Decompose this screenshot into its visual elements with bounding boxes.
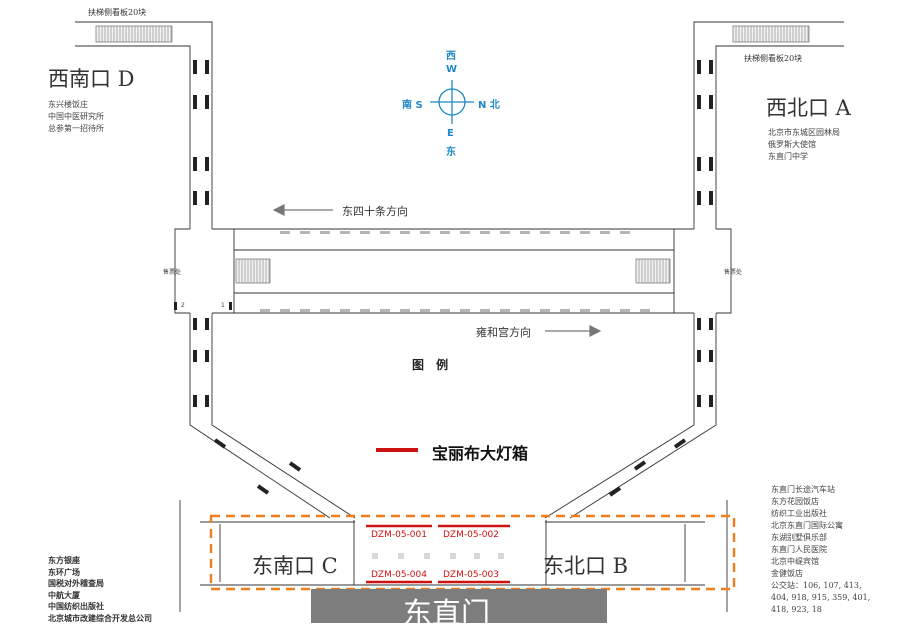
direction-top-label: 东四十条方向 [342, 205, 408, 218]
compass-east-cn: 东 [446, 147, 456, 158]
lightbox-code: DZM-05-001 [371, 530, 427, 540]
place-item: 俄罗斯大使馆 [768, 140, 816, 149]
place-item: 总参第一招待所 [48, 124, 104, 133]
place-item: 国税对外稽查局 [48, 579, 104, 588]
direction-bottom-label: 雍和宫方向 [476, 326, 531, 339]
exit-c-places: 东方银座 东环广场 国税对外稽查局 中航大厦 中国纺织出版社 北京城市改建综合开… [48, 555, 152, 624]
ticket-office-right: 售票处 [724, 269, 743, 276]
place-item: 东环广场 [48, 567, 80, 577]
exit-a-title: 西北口 A [766, 96, 851, 120]
exit-b-title: 东北口 B [543, 554, 629, 578]
lightbox-code: DZM-05-004 [371, 570, 427, 580]
place-item: 东直门长途汽车站 [771, 485, 835, 494]
place-item: 东兴楼饭庄 [48, 100, 88, 109]
ticket-office-left: 售票处 [163, 269, 182, 276]
place-item: 纺织工业出版社 [771, 509, 827, 518]
place-item: 北京中缇宾馆 [771, 557, 819, 566]
exit-a-places: 北京市东城区园林局 俄罗斯大使馆 东直门中学 [768, 127, 840, 163]
place-item: 东湖别墅俱乐部 [771, 533, 827, 542]
place-item: 中国中医研究所 [48, 112, 104, 121]
compass-east-en: E [447, 128, 454, 139]
place-item: 404, 918, 915, 359, 401, [771, 593, 871, 602]
platform-mark-left: 2 [181, 302, 185, 309]
legend-item-label: 宝丽布大灯箱 [432, 444, 529, 463]
place-item: 金健饭店 [771, 569, 803, 578]
escalator-note-left: 扶梯侧看板20块 [88, 8, 147, 17]
lightbox-code: DZM-05-002 [443, 530, 499, 540]
compass-south: 南 S [402, 100, 423, 111]
place-item: 东直门中学 [768, 152, 808, 161]
station-name: 东直门 [403, 596, 491, 630]
compass-west-cn: 西 [446, 51, 456, 62]
platform-mark-right: 1 [221, 302, 225, 309]
place-item: 北京东直门国际公寓 [771, 521, 843, 530]
place-item: 东方花园饭店 [771, 497, 819, 506]
compass-north: N 北 [478, 100, 500, 111]
place-item: 东直门人民医院 [771, 545, 827, 554]
place-item: 北京城市改建综合开发总公司 [48, 613, 152, 623]
exit-d-places: 东兴楼饭庄 中国中医研究所 总参第一招待所 [48, 99, 104, 135]
exit-b-places: 东直门长途汽车站 东方花园饭店 纺织工业出版社 北京东直门国际公寓 东湖别墅俱乐… [771, 484, 870, 616]
lightbox-code: DZM-05-003 [443, 570, 499, 580]
legend-title: 图 例 [412, 358, 453, 372]
place-item: 中航大厦 [48, 590, 80, 600]
place-item: 东方银座 [48, 556, 80, 565]
exit-d-title: 西南口 D [48, 67, 135, 91]
escalator-note-right: 扶梯侧看板20块 [744, 54, 803, 63]
place-item: 418, 923, 18 [771, 605, 822, 614]
compass-west-en: W [446, 64, 458, 75]
place-item: 北京市东城区园林局 [768, 128, 840, 137]
place-item: 中国纺织出版社 [48, 602, 104, 611]
place-item: 公交站：106, 107, 413, [771, 581, 862, 590]
exit-c-title: 东南口 C [252, 554, 338, 578]
